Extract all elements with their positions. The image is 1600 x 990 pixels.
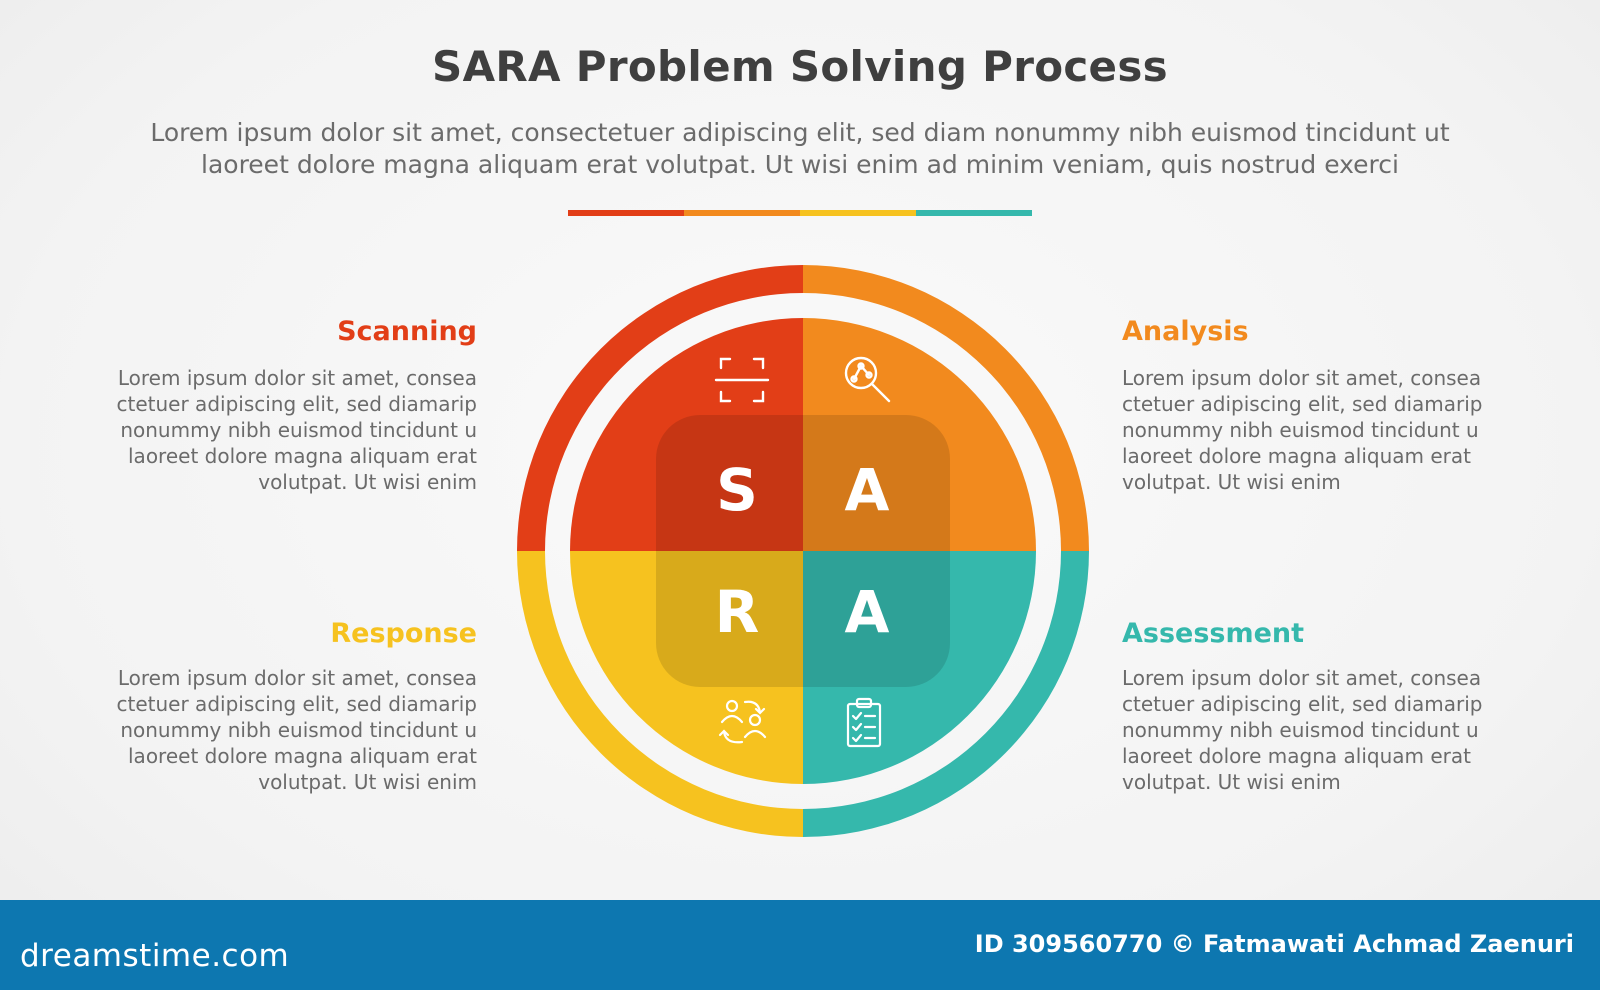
accent-segment-response bbox=[800, 210, 916, 216]
description-line: nonummy nibh euismod tincidunt u bbox=[1122, 718, 1479, 742]
step-description-analysis: Lorem ipsum dolor sit amet, consea ctetu… bbox=[1122, 365, 1502, 495]
description-line: ctetuer adipiscing elit, sed diamarip bbox=[1122, 692, 1483, 716]
description-line: volutpat. Ut wisi enim bbox=[1122, 770, 1341, 794]
step-title-assessment: Assessment bbox=[1122, 618, 1305, 649]
outer-ring-analysis bbox=[803, 265, 1089, 551]
quadrant-scanning bbox=[570, 318, 803, 551]
letter-assessment: A bbox=[845, 578, 890, 646]
quadrant-response bbox=[570, 551, 803, 784]
step-title-analysis: Analysis bbox=[1122, 316, 1249, 347]
outer-ring-assessment bbox=[803, 551, 1089, 837]
step-description-assessment: Lorem ipsum dolor sit amet, consea ctetu… bbox=[1122, 665, 1502, 795]
sara-circle-diagram: S A R A bbox=[517, 265, 1089, 837]
outer-ring-response bbox=[517, 551, 803, 837]
page-title: SARA Problem Solving Process bbox=[432, 42, 1168, 91]
letter-response: R bbox=[715, 578, 760, 646]
description-line: ctetuer adipiscing elit, sed diamarip bbox=[1122, 392, 1483, 416]
scan-frame-icon bbox=[714, 357, 770, 403]
description-line: ctetuer adipiscing elit, sed diamarip bbox=[116, 392, 477, 416]
clipboard-checklist-icon bbox=[846, 697, 882, 748]
description-line: ctetuer adipiscing elit, sed diamarip bbox=[116, 692, 477, 716]
description-line: nonummy nibh euismod tincidunt u bbox=[120, 418, 477, 442]
accent-segment-analysis bbox=[684, 210, 800, 216]
description-line: nonummy nibh euismod tincidunt u bbox=[1122, 418, 1479, 442]
color-accent-bar bbox=[568, 210, 1032, 216]
description-line: Lorem ipsum dolor sit amet, consea bbox=[117, 666, 477, 690]
description-line: nonummy nibh euismod tincidunt u bbox=[120, 718, 477, 742]
footer-bar: dreamstime.com ID 309560770 © Fatmawati … bbox=[0, 900, 1600, 990]
description-line: laoreet dolore magna aliquam erat bbox=[128, 444, 477, 468]
footer-logo[interactable]: dreamstime.com bbox=[20, 938, 290, 974]
description-line: Lorem ipsum dolor sit amet, consea bbox=[117, 366, 477, 390]
step-title-response: Response bbox=[330, 618, 477, 649]
subtitle-line: laoreet dolore magna aliquam erat volutp… bbox=[201, 150, 1399, 179]
letter-scanning: S bbox=[716, 456, 758, 524]
description-line: volutpat. Ut wisi enim bbox=[258, 470, 477, 494]
outer-ring bbox=[517, 265, 1089, 837]
letter-analysis: A bbox=[845, 456, 890, 524]
accent-segment-assessment bbox=[916, 210, 1032, 216]
step-title-scanning: Scanning bbox=[337, 316, 477, 347]
subtitle-line: Lorem ipsum dolor sit amet, consectetuer… bbox=[150, 118, 1450, 147]
description-line: laoreet dolore magna aliquam erat bbox=[1122, 744, 1471, 768]
inner-quadrants bbox=[570, 318, 1036, 784]
magnifier-analysis-icon bbox=[844, 356, 891, 403]
step-description-scanning: Lorem ipsum dolor sit amet, consea ctetu… bbox=[97, 365, 477, 495]
page-subtitle: Lorem ipsum dolor sit amet, consectetuer… bbox=[100, 117, 1500, 181]
step-description-response: Lorem ipsum dolor sit amet, consea ctetu… bbox=[97, 665, 477, 795]
accent-segment-scanning bbox=[568, 210, 684, 216]
description-line: volutpat. Ut wisi enim bbox=[1122, 470, 1341, 494]
quadrant-analysis bbox=[803, 318, 1036, 551]
outer-ring-scanning bbox=[517, 265, 803, 551]
center-overlay bbox=[656, 415, 950, 687]
description-line: Lorem ipsum dolor sit amet, consea bbox=[1122, 366, 1482, 390]
footer-credit: ID 309560770 © Fatmawati Achmad Zaenuri bbox=[974, 930, 1574, 958]
description-line: laoreet dolore magna aliquam erat bbox=[1122, 444, 1471, 468]
description-line: volutpat. Ut wisi enim bbox=[258, 770, 477, 794]
people-exchange-icon bbox=[718, 699, 767, 744]
description-line: Lorem ipsum dolor sit amet, consea bbox=[1122, 666, 1482, 690]
description-line: laoreet dolore magna aliquam erat bbox=[128, 744, 477, 768]
quadrant-assessment bbox=[803, 551, 1036, 784]
